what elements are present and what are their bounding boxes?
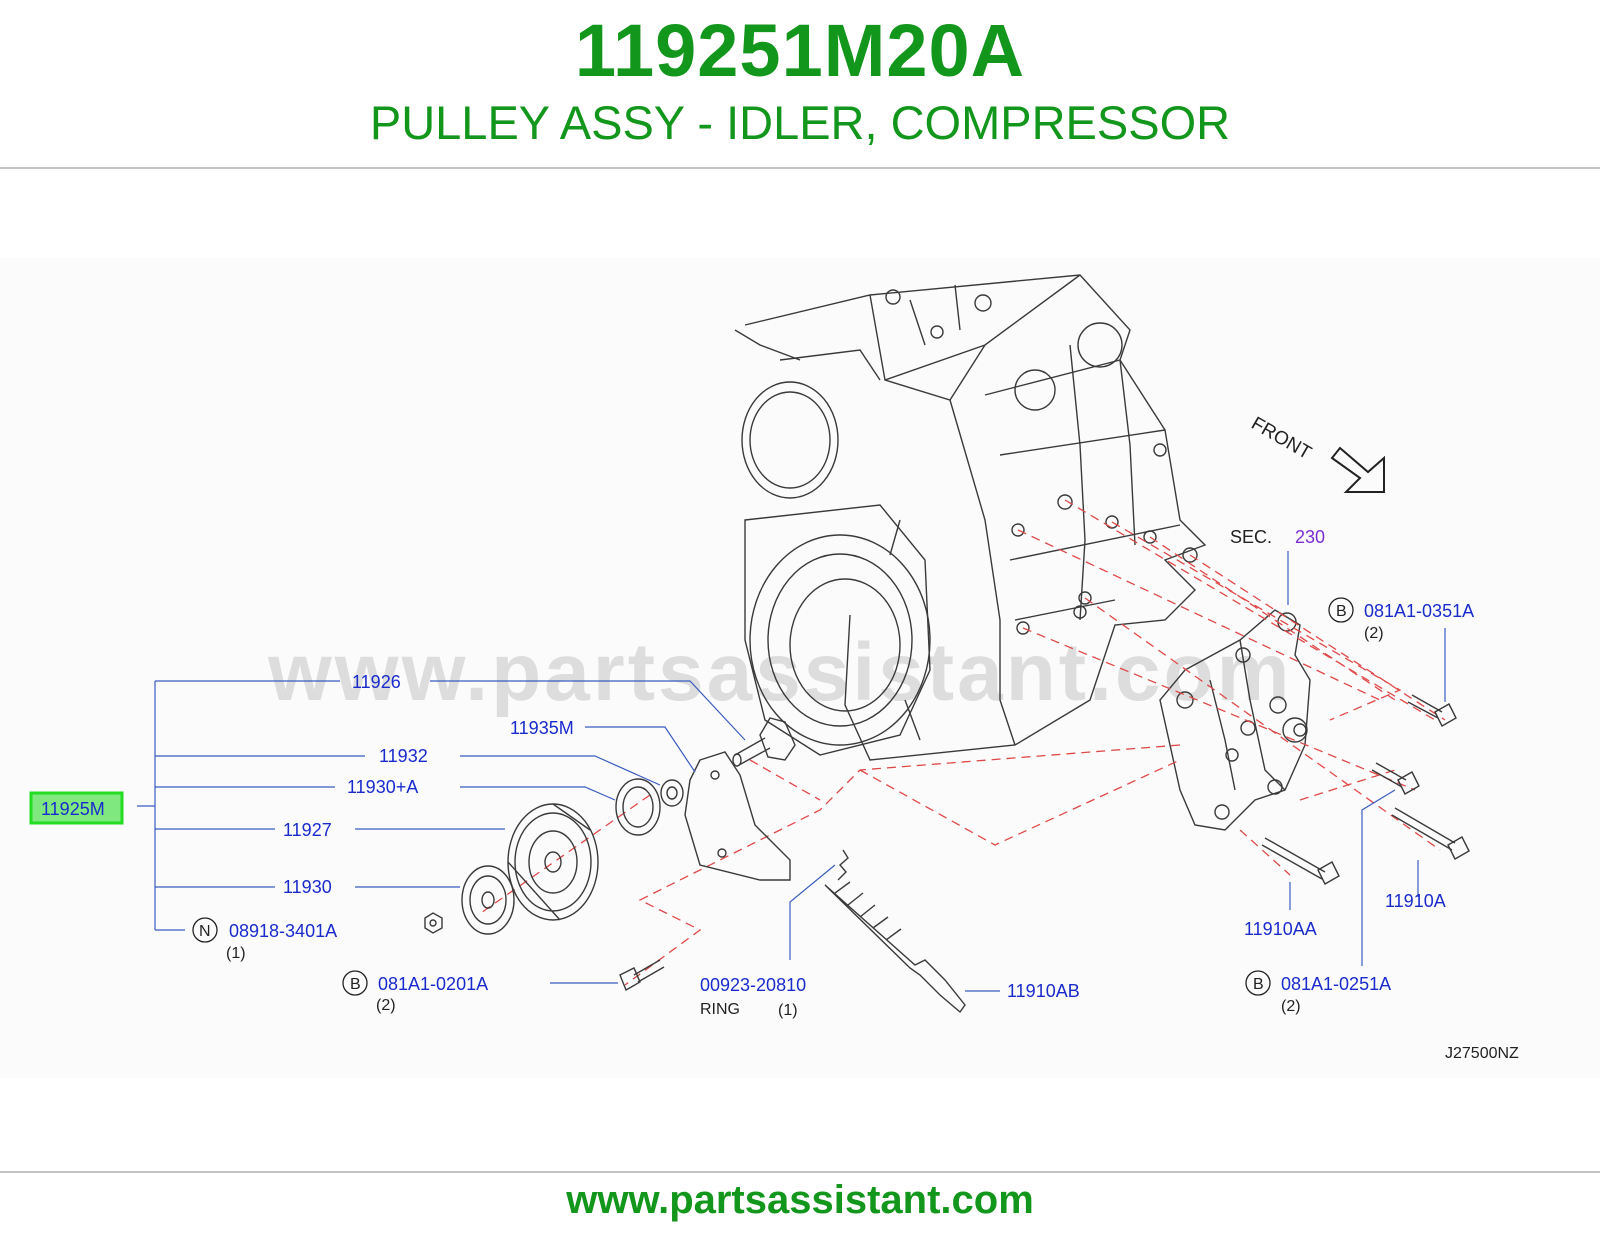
- front-label: FRONT: [1248, 413, 1316, 464]
- ring-name: RING: [700, 1001, 740, 1018]
- callout-leader-lines: [137, 628, 1446, 992]
- engine-block-illustration: [734, 274, 1207, 761]
- idler-pulley-parts: [424, 694, 1470, 1014]
- mark-circle-n: [192, 917, 218, 943]
- watermark: www.partsassistant.com: [267, 627, 1293, 718]
- part-link-11926[interactable]: 11926: [352, 672, 401, 692]
- mark-circle-b-0351: [1328, 597, 1354, 623]
- front-arrow-icon: [1330, 446, 1385, 493]
- section-230-link[interactable]: 230: [1295, 527, 1325, 547]
- mark-circle-b-0201: [342, 970, 368, 996]
- part-link-11910aa[interactable]: 11910AA: [1244, 919, 1317, 939]
- part-link-11930a[interactable]: 11930+A: [347, 777, 418, 797]
- section-label: SEC.: [1230, 527, 1272, 547]
- footer-divider: [0, 1171, 1600, 1173]
- part-link-11935m[interactable]: 11935M: [510, 718, 574, 738]
- mark-letter-b-0251: B: [1253, 976, 1264, 993]
- part-link-11927[interactable]: 11927: [283, 820, 332, 840]
- page-header: 119251M20A PULLEY ASSY - IDLER, COMPRESS…: [0, 0, 1600, 170]
- callout-marks: [192, 597, 1354, 996]
- assembly-dashed-lines: [477, 499, 1446, 986]
- parts-diagram-panel: [0, 258, 1600, 1078]
- diagram-code: J27500NZ: [1445, 1045, 1519, 1062]
- part-link-11910ab[interactable]: 11910AB: [1007, 981, 1080, 1001]
- part-description: PULLEY ASSY - IDLER, COMPRESSOR: [369, 96, 1231, 149]
- part-link-11930[interactable]: 11930: [283, 877, 332, 897]
- qty-0201: (2): [376, 997, 396, 1014]
- part-link-081a1-0351a[interactable]: 081A1-0351A: [1364, 601, 1474, 621]
- qty-0351: (2): [1364, 625, 1384, 642]
- part-link-00923-20810[interactable]: 00923-20810: [700, 975, 806, 995]
- header-divider: [0, 167, 1600, 169]
- mark-letter-b-0351: B: [1336, 603, 1347, 620]
- qty-00923: (1): [778, 1002, 798, 1019]
- part-link-08918-3401a[interactable]: 08918-3401A: [229, 921, 337, 941]
- part-link-11932[interactable]: 11932: [379, 746, 428, 766]
- footer-site-link[interactable]: www.partsassistant.com: [566, 1178, 1034, 1222]
- assembly-highlight-box: [29, 791, 124, 825]
- part-link-11910a[interactable]: 11910A: [1385, 891, 1446, 911]
- mark-circle-b-0251: [1245, 970, 1271, 996]
- mark-letter-n: N: [199, 923, 211, 940]
- part-link-081a1-0201a[interactable]: 081A1-0201A: [378, 974, 488, 994]
- part-number-title: 119251M20A: [574, 9, 1026, 92]
- assembly-part-link[interactable]: 11925M: [41, 799, 105, 819]
- qty-0251: (2): [1281, 998, 1301, 1015]
- qty-08918: (1): [226, 945, 246, 962]
- mark-letter-b-0201: B: [350, 976, 361, 993]
- part-link-081a1-0251a[interactable]: 081A1-0251A: [1281, 974, 1391, 994]
